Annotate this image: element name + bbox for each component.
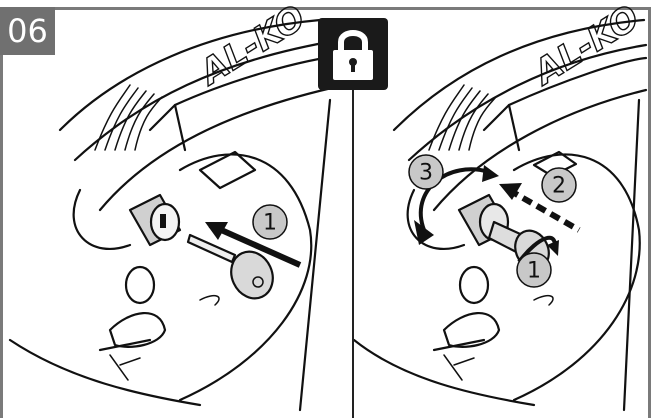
grip-ribs-right (428, 84, 497, 151)
handle-outline-right (392, 18, 648, 212)
callout-1: 1 (252, 204, 288, 240)
svg-text:2: 2 (552, 174, 566, 199)
handle-outline (58, 18, 347, 212)
callout-3: 3 (408, 154, 444, 190)
lock-housing-right (354, 150, 641, 407)
callout-2: 2 (541, 167, 577, 203)
key-illustration (186, 233, 274, 300)
housing-edge (298, 98, 332, 412)
housing-edge-right (622, 98, 641, 412)
lock-cylinder (128, 193, 182, 247)
release-lever (98, 312, 167, 381)
lock-housing (8, 150, 313, 407)
panel-divider (352, 60, 354, 418)
svg-text:1: 1 (527, 259, 541, 284)
svg-text:1: 1 (263, 211, 277, 236)
right-illustration-panel: AL-KO (354, 0, 648, 412)
grip-ribs (94, 84, 163, 151)
push-arrow-2 (499, 183, 581, 233)
lock-badge (318, 18, 388, 90)
frame-left-border (0, 7, 3, 418)
left-illustration-panel: AL-KO (8, 0, 347, 412)
release-lever-right (432, 312, 501, 381)
padlock-icon (333, 30, 373, 80)
svg-text:3: 3 (419, 161, 433, 186)
frame-right-border (648, 7, 651, 418)
insert-arrow (205, 222, 302, 268)
step-number-badge: 06 (0, 7, 55, 55)
brand-logo: AL-KO (191, 0, 312, 94)
callout-1-right: 1 (516, 252, 552, 288)
frame-top-border (0, 7, 651, 10)
